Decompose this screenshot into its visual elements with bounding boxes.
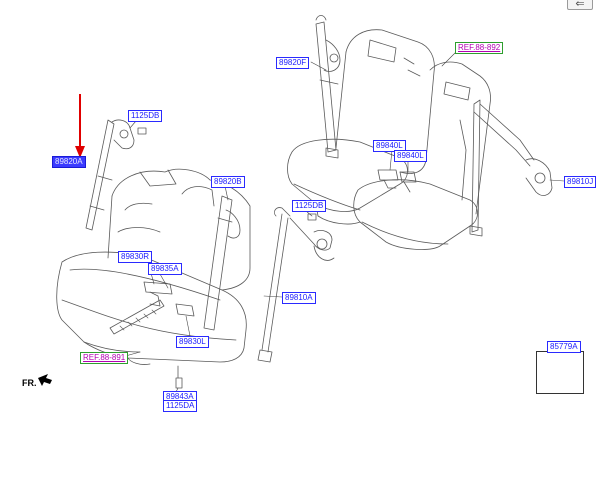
rear-bench-seat xyxy=(56,119,251,389)
callout-85779A[interactable]: 85779A xyxy=(547,341,581,353)
callout-89820A-selected[interactable]: 89820A xyxy=(52,156,86,168)
callout-89835A[interactable]: 89835A xyxy=(148,263,182,275)
callout-1125DB-center[interactable]: 1125DB xyxy=(292,200,327,212)
back-arrow-button[interactable]: ⇐ xyxy=(567,0,593,10)
part-85779A-inset xyxy=(536,351,584,394)
callout-89840L-lower[interactable]: 89840L xyxy=(394,150,427,162)
callout-1125DA[interactable]: 1125DA xyxy=(163,400,198,412)
red-pointer-arrow xyxy=(75,94,85,158)
reference-88-892-text: REF.88-892 xyxy=(458,43,501,52)
callout-89810A[interactable]: 89810A xyxy=(282,292,316,304)
front-direction-label: FR. xyxy=(22,378,37,388)
callout-89840L-upper[interactable]: 89840L xyxy=(373,140,406,152)
reference-88-891-text: REF.88-891 xyxy=(83,353,126,362)
callout-89830L[interactable]: 89830L xyxy=(176,336,209,348)
callout-1125DB-left[interactable]: 1125DB xyxy=(128,110,163,122)
front-direction-arrow-icon xyxy=(38,374,52,386)
callout-89810J[interactable]: 89810J xyxy=(564,176,597,188)
center-retractor-assembly xyxy=(257,207,335,363)
callout-89830R[interactable]: 89830R xyxy=(118,251,153,263)
third-row-seat xyxy=(287,15,553,250)
reference-link-88-891[interactable]: REF.88-891 xyxy=(80,352,129,364)
callout-89820F[interactable]: 89820F xyxy=(276,57,310,69)
callout-89820B[interactable]: 89820B xyxy=(211,176,245,188)
leader-lines xyxy=(121,51,565,393)
reference-link-88-892[interactable]: REF.88-892 xyxy=(455,42,504,54)
